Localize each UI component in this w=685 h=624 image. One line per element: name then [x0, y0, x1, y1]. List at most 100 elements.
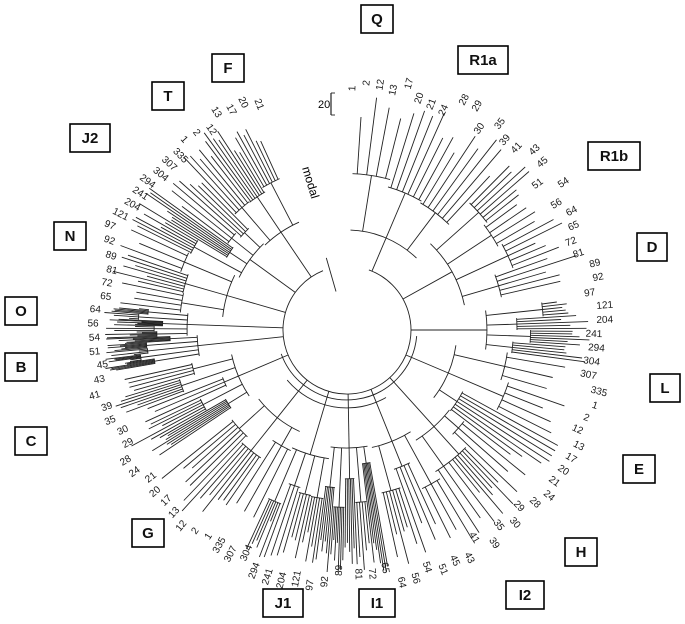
tip-label: 35 [493, 116, 509, 132]
tip-label: 21 [143, 470, 159, 486]
tip-label: 97 [583, 287, 596, 300]
tip-label: 12 [203, 122, 219, 138]
tip-label: 43 [93, 373, 107, 386]
branch-segment [257, 502, 276, 548]
branch-segment [543, 313, 568, 315]
branch-segment [163, 324, 188, 325]
branch-arc [394, 463, 410, 470]
branch-segment [185, 284, 227, 296]
haplogroup-G: G [142, 525, 154, 542]
branch-segment [507, 357, 565, 367]
tip-label: 54 [89, 332, 101, 343]
branch-arc [223, 377, 227, 386]
tip-label: 97 [102, 218, 117, 233]
tip-label: 89 [334, 564, 345, 576]
branch-arc [495, 275, 502, 298]
haplogroup-J1-box: J1 [263, 589, 303, 617]
tip-label: 17 [223, 102, 238, 117]
branch-segment [349, 448, 350, 479]
tip-label: 39 [486, 536, 502, 552]
tip-label: 304 [238, 543, 255, 563]
branch-segment [167, 405, 229, 444]
branch-segment [369, 463, 387, 572]
branch-segment [149, 188, 232, 248]
branch-segment [423, 153, 454, 205]
branch-segment [203, 451, 251, 512]
branch-segment [224, 376, 238, 382]
tip-label: 24 [127, 464, 143, 480]
branch-segment [155, 382, 225, 412]
haplogroup-I2: I2 [519, 587, 532, 604]
tip-label: 13 [571, 439, 586, 454]
branch-segment [433, 149, 478, 211]
tip-label: 30 [507, 515, 523, 531]
haplogroup-N-box: N [54, 222, 86, 250]
haplogroup-R1b: R1b [600, 148, 628, 165]
haplogroup-B: B [16, 359, 27, 376]
branch-segment [184, 436, 246, 501]
haplogroup-R1b-box: R1b [588, 142, 640, 170]
branch-segment [517, 322, 588, 325]
tip-label: 28 [457, 92, 472, 107]
branch-segment [438, 140, 497, 215]
branch-segment [281, 428, 291, 446]
haplogroup-B-box: B [5, 353, 37, 381]
tip-label: 241 [585, 329, 602, 340]
branch-segment [462, 286, 498, 297]
haplogroup-G-box: G [132, 519, 164, 547]
branch-segment [326, 258, 336, 292]
tip-label: 56 [408, 572, 422, 586]
branch-segment [462, 424, 525, 475]
tip-label: 30 [116, 423, 131, 438]
branch-segment [247, 499, 270, 549]
branch-segment [192, 427, 238, 468]
branch-segment [182, 444, 243, 511]
branch-segment [531, 333, 573, 334]
tip-label: 51 [530, 176, 546, 192]
tip-label: 41 [88, 389, 102, 403]
branch-segment [261, 141, 278, 179]
branch-segment [379, 446, 391, 491]
tip-label: 45 [535, 155, 551, 171]
tip-label: 35 [103, 414, 118, 428]
tip-label: 20 [413, 91, 427, 105]
tip-label: 20 [235, 95, 250, 110]
branch-segment [508, 243, 535, 256]
branch-segment [360, 502, 365, 570]
branch-segment [447, 235, 491, 264]
haplogroup-I2-box: I2 [506, 581, 544, 609]
branch-segment [406, 355, 448, 373]
branch-segment [390, 378, 434, 427]
tip-label: 204 [596, 315, 613, 326]
branch-segment [218, 453, 254, 500]
haplogroup-R1a-box: R1a [458, 46, 508, 74]
tip-label: 56 [549, 196, 565, 211]
branch-segment [139, 317, 188, 320]
branch-segment [228, 392, 247, 404]
tip-label: 21 [546, 474, 562, 490]
haplogroup-F-box: F [212, 54, 244, 82]
branch-segment [506, 223, 562, 251]
branch-segment [306, 498, 317, 562]
tip-label: 81 [352, 568, 363, 580]
haplogroup-T-box: T [152, 82, 184, 110]
branch-segment [226, 457, 259, 505]
tip-label: 92 [319, 575, 331, 587]
branch-segment [465, 449, 499, 483]
branch-segment [227, 296, 286, 313]
branch-segment [371, 389, 392, 441]
branch-segment [372, 238, 386, 271]
branch-segment [257, 197, 281, 232]
tip-label: 12 [374, 78, 387, 91]
tip-label: 64 [395, 576, 408, 590]
tip-label: 307 [579, 368, 598, 382]
branch-segment [454, 355, 505, 367]
branch-segment [349, 479, 350, 552]
branch-segment [386, 119, 401, 179]
branch-segment [132, 407, 205, 446]
branch-arc [228, 233, 236, 243]
branch-segment [114, 315, 139, 317]
branch-arc [382, 488, 401, 493]
tip-label: 1 [590, 400, 599, 412]
